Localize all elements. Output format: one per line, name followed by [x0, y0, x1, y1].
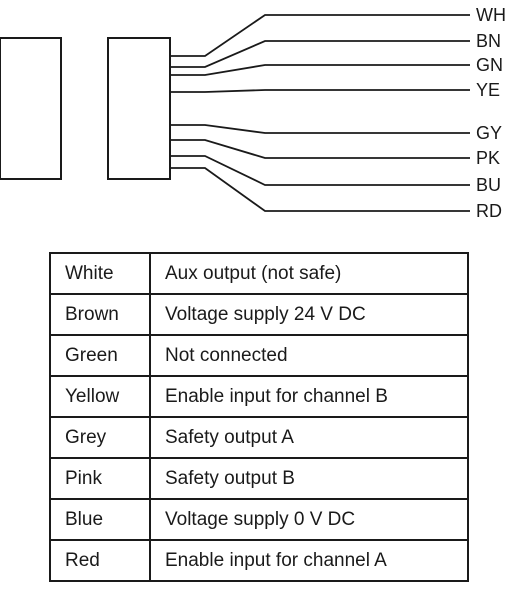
wire-code-label: WH	[476, 5, 506, 25]
wiring-diagram: WH BN GN YE GY PK BU RD	[0, 5, 506, 221]
wire-wh: WH	[170, 5, 506, 57]
table-row: Yellow Enable input for channel B	[49, 375, 469, 418]
wire-color-cell: Yellow	[49, 375, 151, 418]
wire-line	[170, 139, 470, 159]
table-row: White Aux output (not safe)	[49, 252, 469, 295]
wire-code-label: GN	[476, 55, 503, 75]
wire-color-cell: Grey	[49, 416, 151, 459]
wire-line	[170, 124, 470, 134]
wire-group: WH BN GN YE GY PK BU RD	[170, 5, 506, 221]
wire-ye: YE	[170, 80, 500, 100]
wire-code-label: GY	[476, 123, 502, 143]
wire-code-label: BN	[476, 31, 501, 51]
table-row: Green Not connected	[49, 334, 469, 377]
wire-line	[170, 155, 470, 186]
connector-plug	[107, 37, 171, 180]
table-row: Brown Voltage supply 24 V DC	[49, 293, 469, 336]
wire-code-label: RD	[476, 201, 502, 221]
function-cell: Not connected	[149, 334, 469, 377]
function-cell: Safety output B	[149, 457, 469, 500]
table-row: Pink Safety output B	[49, 457, 469, 500]
wire-color-cell: White	[49, 252, 151, 295]
wire-code-label: BU	[476, 175, 501, 195]
wire-gn: GN	[170, 55, 503, 76]
function-cell: Aux output (not safe)	[149, 252, 469, 295]
wire-bu: BU	[170, 155, 501, 195]
wire-line	[170, 64, 470, 76]
wire-rd: RD	[170, 167, 502, 221]
wire-line	[170, 167, 470, 212]
table-row: Grey Safety output A	[49, 416, 469, 459]
connector-housing	[0, 37, 62, 180]
table-row: Blue Voltage supply 0 V DC	[49, 498, 469, 541]
wire-gy: GY	[170, 123, 502, 143]
wire-line	[170, 40, 470, 68]
wire-color-cell: Brown	[49, 293, 151, 336]
wire-color-cell: Pink	[49, 457, 151, 500]
wire-color-cell: Green	[49, 334, 151, 377]
wire-line	[170, 89, 470, 93]
table-row: Red Enable input for channel A	[49, 539, 469, 582]
wire-pk: PK	[170, 139, 500, 168]
wire-code-label: PK	[476, 148, 500, 168]
function-cell: Enable input for channel B	[149, 375, 469, 418]
wire-code-label: YE	[476, 80, 500, 100]
wire-bn: BN	[170, 31, 501, 68]
function-cell: Voltage supply 24 V DC	[149, 293, 469, 336]
wire-color-cell: Red	[49, 539, 151, 582]
pin-assignment-table: White Aux output (not safe) Brown Voltag…	[49, 252, 469, 582]
wire-color-cell: Blue	[49, 498, 151, 541]
function-cell: Voltage supply 0 V DC	[149, 498, 469, 541]
function-cell: Enable input for channel A	[149, 539, 469, 582]
function-cell: Safety output A	[149, 416, 469, 459]
wire-line	[170, 14, 470, 57]
